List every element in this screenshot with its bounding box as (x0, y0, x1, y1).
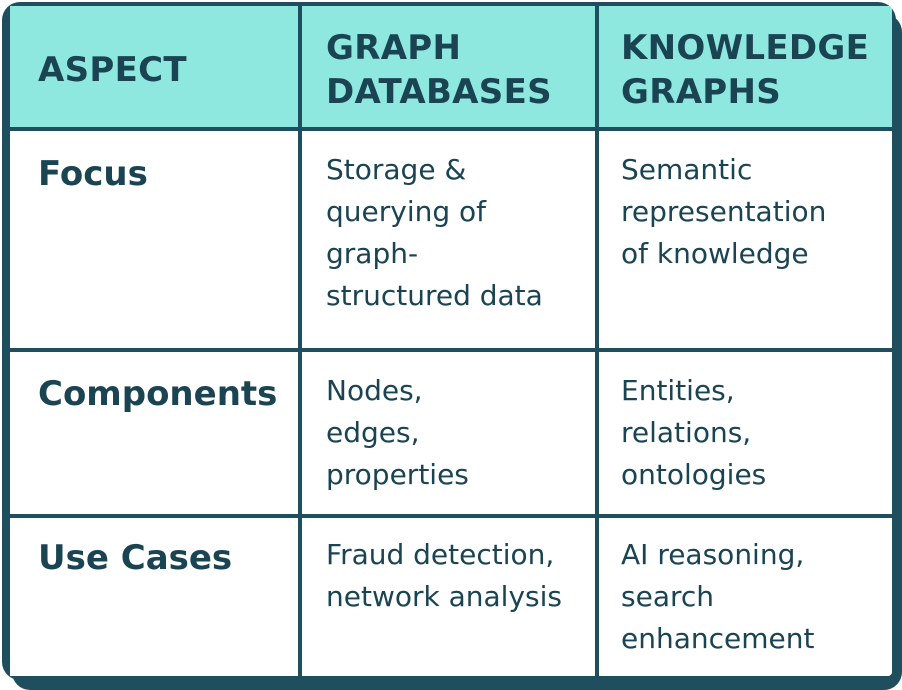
row-focus-aspect-cell: Focus (10, 131, 298, 348)
row-use-cases-aspect: Use Cases (38, 538, 233, 578)
row-components-knowledge-graphs: Entities, relations, ontologies (621, 374, 767, 491)
row-components-aspect-cell: Components (10, 352, 298, 514)
header-cell-graph-databases: GRAPH DATABASES (302, 6, 595, 127)
header-cell-aspect: ASPECT (10, 6, 298, 127)
row-use-cases-aspect-cell: Use Cases (10, 518, 298, 676)
row-focus-aspect: Focus (38, 154, 148, 194)
row-use-cases-knowledge-graphs: AI reasoning, search enhancement (621, 538, 815, 655)
comparison-table: ASPECT GRAPH DATABASES KNOWLEDGE GRAPHS … (2, 2, 896, 680)
header-aspect-label: ASPECT (38, 50, 187, 90)
row-focus-graph-databases-cell: Storage & querying of graph- structured … (302, 131, 595, 348)
row-components-graph-databases: Nodes, edges, properties (326, 374, 469, 491)
row-focus-knowledge-graphs-cell: Semantic representation of knowledge (599, 131, 892, 348)
row-use-cases-graph-databases-cell: Fraud detection, network analysis (302, 518, 595, 676)
row-focus-knowledge-graphs: Semantic representation of knowledge (621, 153, 827, 270)
header-cell-knowledge-graphs: KNOWLEDGE GRAPHS (599, 6, 892, 127)
row-focus-graph-databases: Storage & querying of graph- structured … (326, 153, 543, 312)
row-components-graph-databases-cell: Nodes, edges, properties (302, 352, 595, 514)
header-knowledge-graphs-label: KNOWLEDGE GRAPHS (621, 28, 870, 112)
row-components-aspect: Components (38, 374, 278, 414)
header-graph-databases-label: GRAPH DATABASES (326, 28, 552, 112)
row-use-cases-knowledge-graphs-cell: AI reasoning, search enhancement (599, 518, 892, 676)
row-use-cases-graph-databases: Fraud detection, network analysis (326, 538, 562, 613)
row-components-knowledge-graphs-cell: Entities, relations, ontologies (599, 352, 892, 514)
